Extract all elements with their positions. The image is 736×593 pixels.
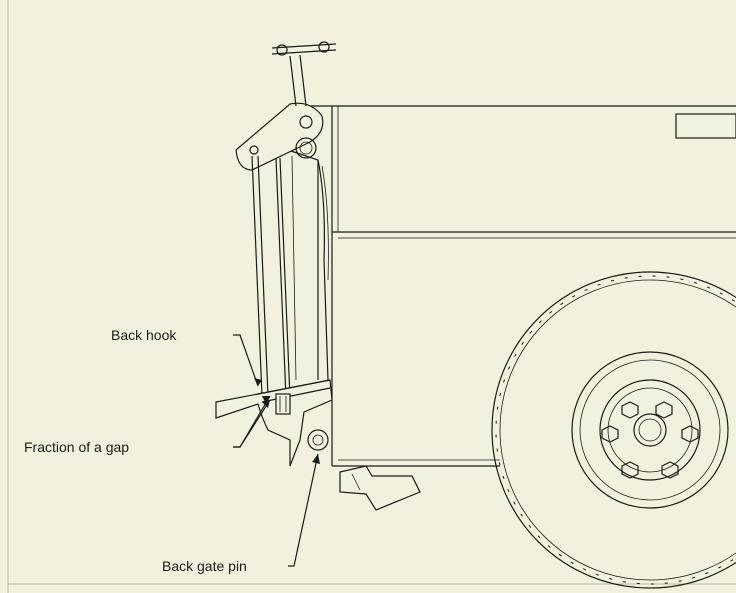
fraction-gap-label: Fraction of a gap bbox=[24, 439, 129, 455]
back-hook-assembly bbox=[215, 379, 333, 467]
back-hook-label: Back hook bbox=[111, 327, 177, 343]
back-gate-pin-label: Back gate pin bbox=[162, 558, 247, 574]
machine-body bbox=[331, 105, 736, 467]
lower-bracket bbox=[339, 465, 421, 511]
callout-leaders bbox=[233, 334, 320, 567]
lug-nuts bbox=[601, 401, 699, 479]
rear-gate bbox=[235, 102, 332, 381]
t-handle-rod bbox=[251, 41, 337, 399]
wheel bbox=[491, 271, 736, 589]
